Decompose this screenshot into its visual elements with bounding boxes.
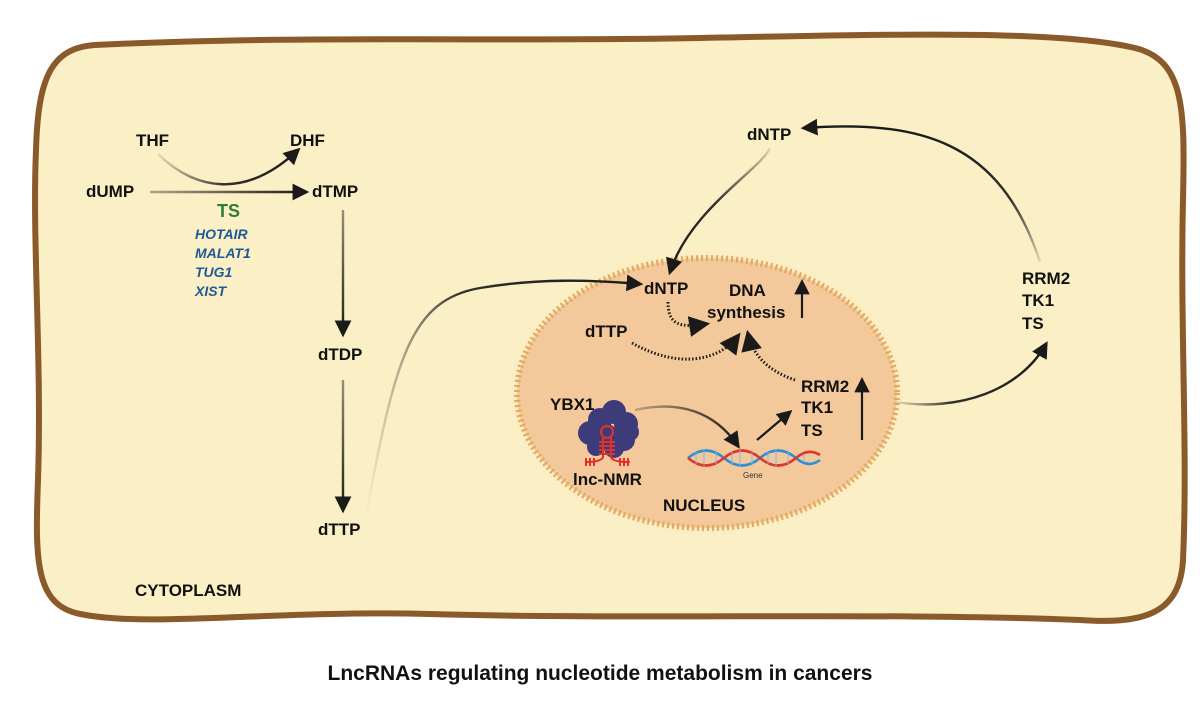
- arrow-dntp-into-nucleus: [666, 147, 772, 276]
- dntp-nuc-label: dNTP: [644, 279, 688, 298]
- tk1-cyto-label: TK1: [1022, 291, 1054, 310]
- ts-cyto-label: TS: [1022, 314, 1044, 333]
- dntp-cyto-label: dNTP: [747, 125, 791, 144]
- arrow-ybx1-to-gene: [634, 405, 740, 449]
- rrm2-nuc-label: RRM2: [801, 377, 849, 396]
- synthesis-label: synthesis: [707, 303, 785, 322]
- cytoplasm-label: CYTOPLASM: [135, 581, 241, 600]
- dtmp-label: dTMP: [312, 182, 358, 201]
- ts-nuc-label: TS: [801, 421, 823, 440]
- lncrna-tug1: TUG1: [195, 264, 233, 280]
- lnc-nmr-rna-icon: [584, 424, 631, 466]
- lncrna-xist: XIST: [194, 283, 228, 299]
- gene-dna-icon: [687, 449, 821, 467]
- ts-enzyme-label: TS: [217, 201, 240, 221]
- arrow-thf-to-dhf: [157, 147, 301, 186]
- arrow-enzymes-to-synthesis: [741, 329, 796, 382]
- rrm2-cyto-label: RRM2: [1022, 269, 1070, 288]
- arrow-enzymes-to-dntp: [800, 118, 1042, 263]
- nucleus-label: NUCLEUS: [663, 496, 745, 515]
- dtdp-label: dTDP: [318, 345, 362, 364]
- arrow-dttp-to-synthesis: [631, 332, 741, 361]
- lncrna-malat1: MALAT1: [195, 245, 251, 261]
- dump-label: dUMP: [86, 182, 134, 201]
- dna-label: DNA: [729, 281, 766, 300]
- lncrna-hotair: HOTAIR: [195, 226, 249, 242]
- nucleus: [514, 255, 900, 531]
- arrow-gene-to-enzymes: [756, 410, 793, 441]
- figure-title: LncRNAs regulating nucleotide metabolism…: [328, 662, 873, 685]
- arrow-dttp-to-nucleus: [364, 274, 644, 516]
- thf-label: THF: [136, 131, 169, 150]
- dttp-cyto-label: dTTP: [318, 520, 361, 539]
- gene-label: Gene: [743, 471, 763, 480]
- arrow-nucleus-to-enzymes: [894, 341, 1048, 406]
- ybx1-protein-icon: [578, 400, 639, 458]
- dttp-nuc-label: dTTP: [585, 322, 628, 341]
- tk1-nuc-label: TK1: [801, 398, 833, 417]
- lnc-nmr-label: lnc-NMR: [573, 470, 642, 489]
- dhf-label: DHF: [290, 131, 325, 150]
- ybx1-label: YBX1: [550, 395, 594, 414]
- arrow-dntp-to-synthesis: [666, 301, 711, 337]
